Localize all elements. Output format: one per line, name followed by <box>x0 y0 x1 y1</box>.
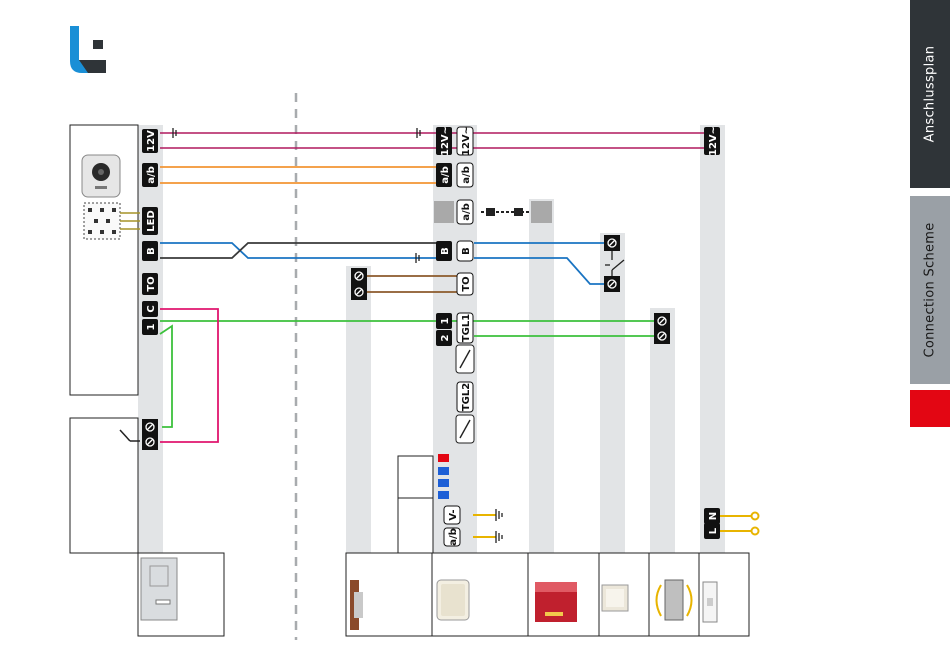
screw-terminals <box>142 235 670 450</box>
terminal-ab-left-label: a/b <box>146 166 157 184</box>
terminal-vminus-label: V- <box>448 509 459 520</box>
terminal-ab-center: a/b <box>436 163 452 187</box>
indoor-station-device <box>437 580 469 620</box>
terminal-n-label: N <box>708 512 719 520</box>
terminal-b-center: B <box>436 241 452 261</box>
bell-transformer-device <box>657 580 692 620</box>
tab-connection-scheme[interactable]: Connection Scheme <box>910 196 950 384</box>
terminal-c: C <box>142 301 158 317</box>
terminal-led-label: LED <box>146 210 157 232</box>
terminal-ab-coupler: a/b <box>457 200 473 224</box>
terminal-12v-left-label: 12V <box>146 130 157 152</box>
terminal-tgl1-label: TGL1 <box>461 314 472 342</box>
terminal-b-right-label: B <box>461 247 472 255</box>
camera-module <box>82 155 120 197</box>
terminal-ab-center-label: a/b <box>440 166 451 184</box>
wire-call <box>160 309 660 442</box>
terminal-tgl2: TGL2 <box>457 382 473 412</box>
switch-device <box>602 585 628 611</box>
bell-switch-left <box>120 430 140 441</box>
terminal-tgl1: TGL1 <box>457 313 473 343</box>
tab-accent[interactable] <box>910 390 950 427</box>
terminal-b-center-label: B <box>440 247 451 255</box>
terminal-b-left-label: B <box>146 247 157 255</box>
tab-anschlussplan[interactable]: Anschlussplan <box>910 0 950 188</box>
door-panel-device <box>141 558 177 620</box>
terminal-b-left: B <box>142 241 158 261</box>
terminal-to-left: TO <box>142 273 158 295</box>
router-device <box>535 582 577 622</box>
led-wires <box>120 213 140 229</box>
terminal-12vac-right-label: 12V~ <box>461 126 472 156</box>
mains-ends <box>752 513 759 535</box>
terminal-vminus: V- <box>444 506 460 524</box>
tab-connection-scheme-label: Connection Scheme <box>923 222 938 357</box>
terminal-c-label: C <box>146 305 157 312</box>
terminal-l: L <box>704 523 720 539</box>
terminal-l-label: L <box>708 527 719 534</box>
wire-ab <box>160 167 437 183</box>
terminal-1-center-label: 1 <box>440 317 451 324</box>
terminal-n: N <box>704 508 720 524</box>
terminal-tgl2-label: TGL2 <box>461 383 472 411</box>
terminal-to-left-label: TO <box>146 276 157 291</box>
terminal-ab-coupler-label: a/b <box>461 203 472 221</box>
terminal-12vac-mains: 12V~ <box>704 126 720 156</box>
terminal-ab-right-label: a/b <box>461 166 472 184</box>
terminal-ab-right: a/b <box>457 163 473 187</box>
terminal-1-left: 1 <box>142 319 158 335</box>
led-module <box>84 203 120 239</box>
terminal-12vac-center: 12V~ <box>436 126 452 156</box>
terminal-2-center: 2 <box>436 330 452 346</box>
terminal-1-left-label: 1 <box>146 323 157 330</box>
terminal-ab-ground-label: a/b <box>448 528 459 546</box>
brand-logo <box>70 26 106 73</box>
terminal-ab-ground: a/b <box>444 528 460 546</box>
terminal-to-right: TO <box>457 273 473 295</box>
tab-anschlussplan-label: Anschlussplan <box>923 46 938 143</box>
power-supply-device <box>703 582 717 622</box>
terminal-2-center-label: 2 <box>440 334 451 341</box>
terminal-12v-left: 12V <box>142 129 158 153</box>
terminal-1-center: 1 <box>436 313 452 329</box>
terminal-rails <box>138 125 725 553</box>
bus-coupler <box>434 201 552 223</box>
terminal-12vac-center-label: 12V~ <box>440 126 451 156</box>
terminal-led: LED <box>142 207 158 235</box>
door-opener-device <box>350 580 363 630</box>
terminal-to-right-label: TO <box>461 276 472 291</box>
terminal-b-right: B <box>457 241 473 261</box>
terminal-12vac-mains-label: 12V~ <box>708 126 719 156</box>
terminal-12vac-right: 12V~ <box>457 126 473 156</box>
terminal-ab-left: a/b <box>142 163 158 187</box>
